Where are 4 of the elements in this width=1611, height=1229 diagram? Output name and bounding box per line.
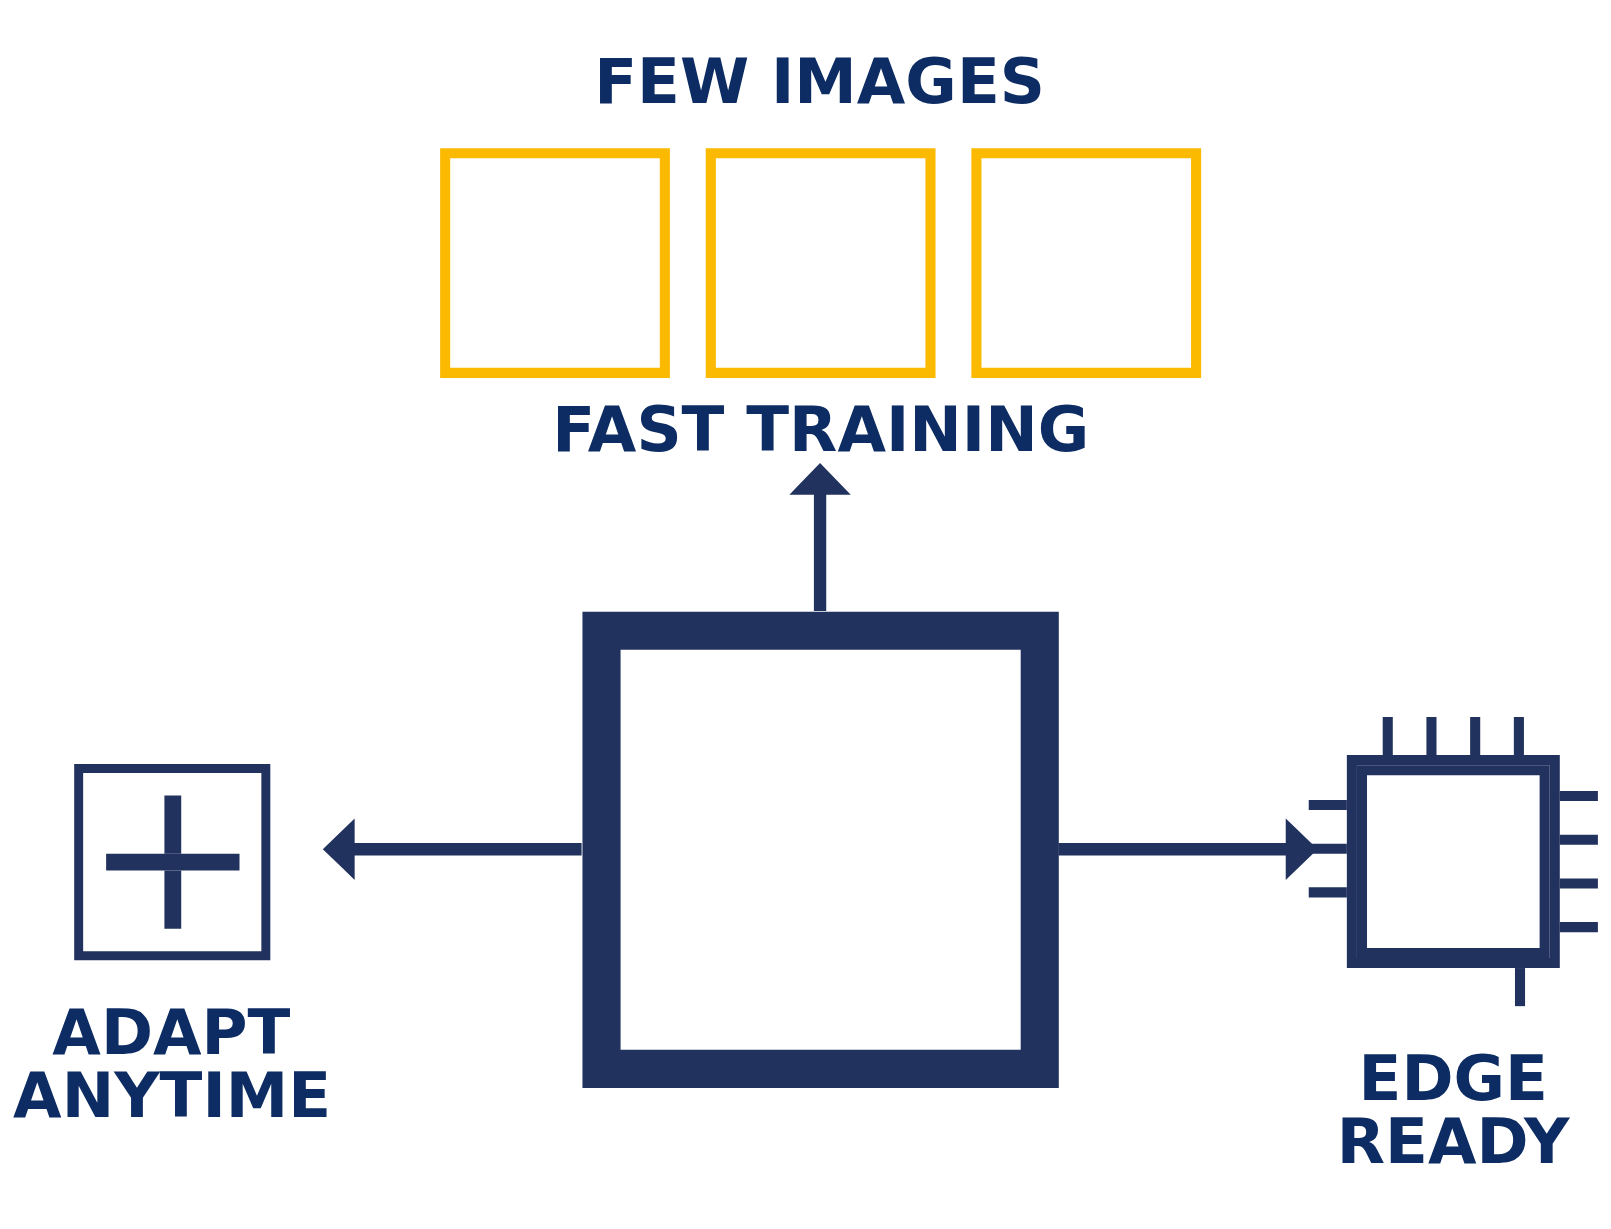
node-label: EDGE READY: [1336, 1041, 1570, 1178]
node-label: ADAPT ANYTIME: [13, 995, 332, 1132]
node-text: FAST TRAINING: [552, 392, 1090, 466]
label: FEW IMAGES: [594, 44, 1045, 118]
